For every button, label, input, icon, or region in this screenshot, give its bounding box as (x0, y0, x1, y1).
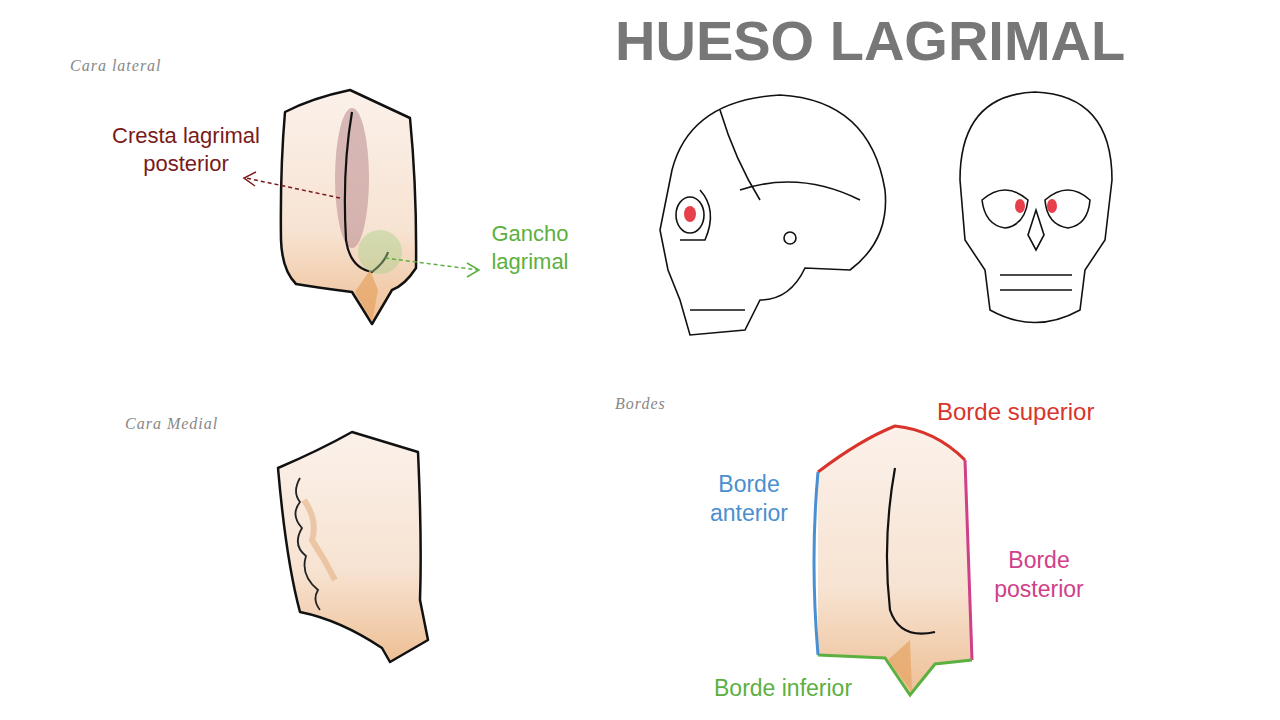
border-label: Borde anterior (688, 470, 810, 528)
part-label: Cresta lagrimal posterior (88, 122, 284, 177)
view-label: Cara Medial (125, 414, 218, 434)
skull-lateral (660, 95, 886, 335)
border-label: Borde inferior (714, 674, 852, 703)
border-label: Borde superior (937, 397, 1094, 427)
border-label: Borde posterior (978, 546, 1100, 604)
lateral-face (244, 90, 479, 324)
borders-figure (814, 426, 972, 695)
view-label: Cara lateral (70, 56, 162, 76)
view-label: Bordes (615, 394, 666, 414)
part-label: Gancho lagrimal (478, 220, 582, 275)
skull-frontal (960, 92, 1112, 323)
medial-face (278, 432, 428, 662)
page-title: HUESO LAGRIMAL (615, 6, 1125, 76)
